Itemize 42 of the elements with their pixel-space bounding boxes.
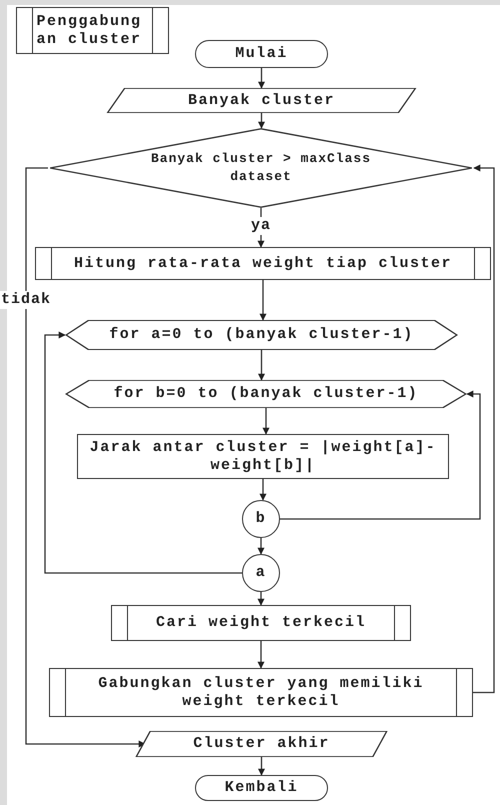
predefined-process-box [16, 7, 169, 54]
node-text: Mulai [235, 45, 288, 63]
terminator [195, 775, 328, 801]
predefined-process-box [35, 247, 491, 280]
node-text: Kembali [224, 779, 298, 797]
terminator [195, 40, 328, 68]
arrow [262, 408, 270, 435]
predefined-process-box [49, 668, 473, 717]
edge-label: ya [250, 217, 272, 235]
arrow [280, 390, 481, 520]
input-output-parallelogram [106, 88, 417, 113]
node-text: b [256, 510, 266, 528]
loop-hexagon [65, 380, 467, 408]
arrow [473, 164, 495, 694]
node-text: Cluster akhir [193, 735, 330, 753]
node-text: Jarak antar cluster = |weight[a]-weight[b]| [88, 438, 438, 474]
arrow [258, 641, 264, 669]
input-output-parallelogram [135, 731, 388, 757]
arrow [258, 68, 265, 89]
arrow [258, 538, 264, 555]
arrow [258, 113, 265, 129]
arrow [260, 479, 266, 501]
node-text: for b=0 to (banyak cluster-1) [114, 385, 418, 403]
process-box [77, 434, 449, 479]
arrow [258, 350, 265, 381]
node-text: a [256, 564, 266, 582]
node-text: Penggabungan cluster [36, 12, 143, 48]
node-text: Cari weight terkecil [156, 614, 366, 632]
edge-label: tidak [0, 291, 52, 309]
arrow [258, 757, 265, 776]
predefined-process-box [111, 605, 411, 641]
arrow [44, 332, 242, 574]
node-text: Hitung rata-rata weight tiap cluster [74, 254, 452, 272]
arrow [260, 280, 266, 321]
decision-diamond [48, 128, 474, 208]
node-text: Banyak cluster > maxClass dataset [150, 150, 372, 186]
node-text: for a=0 to (banyak cluster-1) [109, 326, 414, 344]
node-text: Banyak cluster [188, 92, 336, 110]
arrow [258, 592, 264, 606]
loop-hexagon [65, 320, 458, 350]
node-text: Gabungkan cluster yang memiliki weight terkecil [97, 674, 425, 710]
arrow [258, 208, 264, 248]
